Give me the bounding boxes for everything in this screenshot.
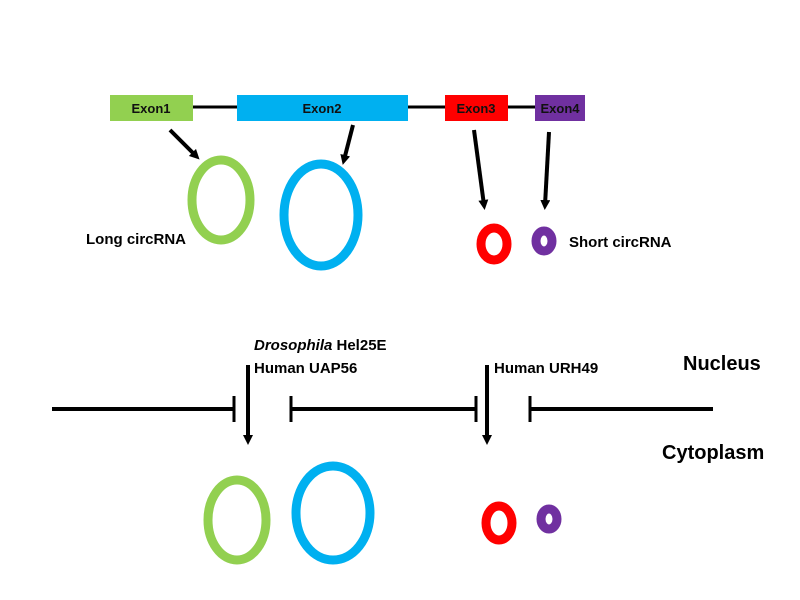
exon-2: Exon2: [237, 95, 408, 121]
short-circrna-exon3-top: [476, 223, 512, 265]
exon-4-box: [535, 95, 585, 121]
exon-4-label: Exon4: [540, 101, 580, 116]
exon-2-label: Exon2: [302, 101, 341, 116]
hel25e-name: Hel25E: [332, 337, 386, 354]
exporter2-label-human: Human URH49: [494, 360, 598, 377]
long-circrna-exon1-top: [187, 155, 255, 245]
nucleus-label: Nucleus: [683, 353, 761, 375]
drosophila-species: Drosophila: [254, 337, 332, 354]
short-circrna-exon4-top: [531, 226, 557, 256]
exon-1-box: [110, 95, 193, 121]
exon-3-label: Exon3: [456, 101, 495, 116]
arrow-exon2: [340, 124, 355, 165]
exporter1-label-human: Human UAP56: [254, 360, 357, 377]
short-circrna-exon3-cytoplasm: [481, 501, 517, 545]
short-circrna-exon4-cytoplasm: [536, 504, 562, 534]
exon-1: Exon1: [110, 95, 193, 121]
exon-1-label: Exon1: [131, 101, 170, 116]
long-circrna-exon2-top: [279, 159, 363, 271]
arrow-exon1: [168, 128, 200, 160]
exon-4: Exon4: [535, 95, 585, 121]
exon-3-box: [445, 95, 508, 121]
arrow-exon3: [472, 129, 489, 210]
long-circrna-exon1-cytoplasm: [203, 475, 271, 565]
cytoplasm-label: Cytoplasm: [662, 442, 764, 464]
long-circrna-label: Long circRNA: [86, 231, 186, 248]
long-circrna-exon2-cytoplasm: [291, 461, 375, 565]
exporter1-label-drosophila: Drosophila Hel25E: [254, 337, 387, 354]
exon-2-box: [237, 95, 408, 121]
arrow-exon4: [540, 131, 551, 210]
nuclear-envelope: [52, 396, 713, 422]
short-circrna-label: Short circRNA: [569, 234, 672, 251]
exon-3: Exon3: [445, 95, 508, 121]
